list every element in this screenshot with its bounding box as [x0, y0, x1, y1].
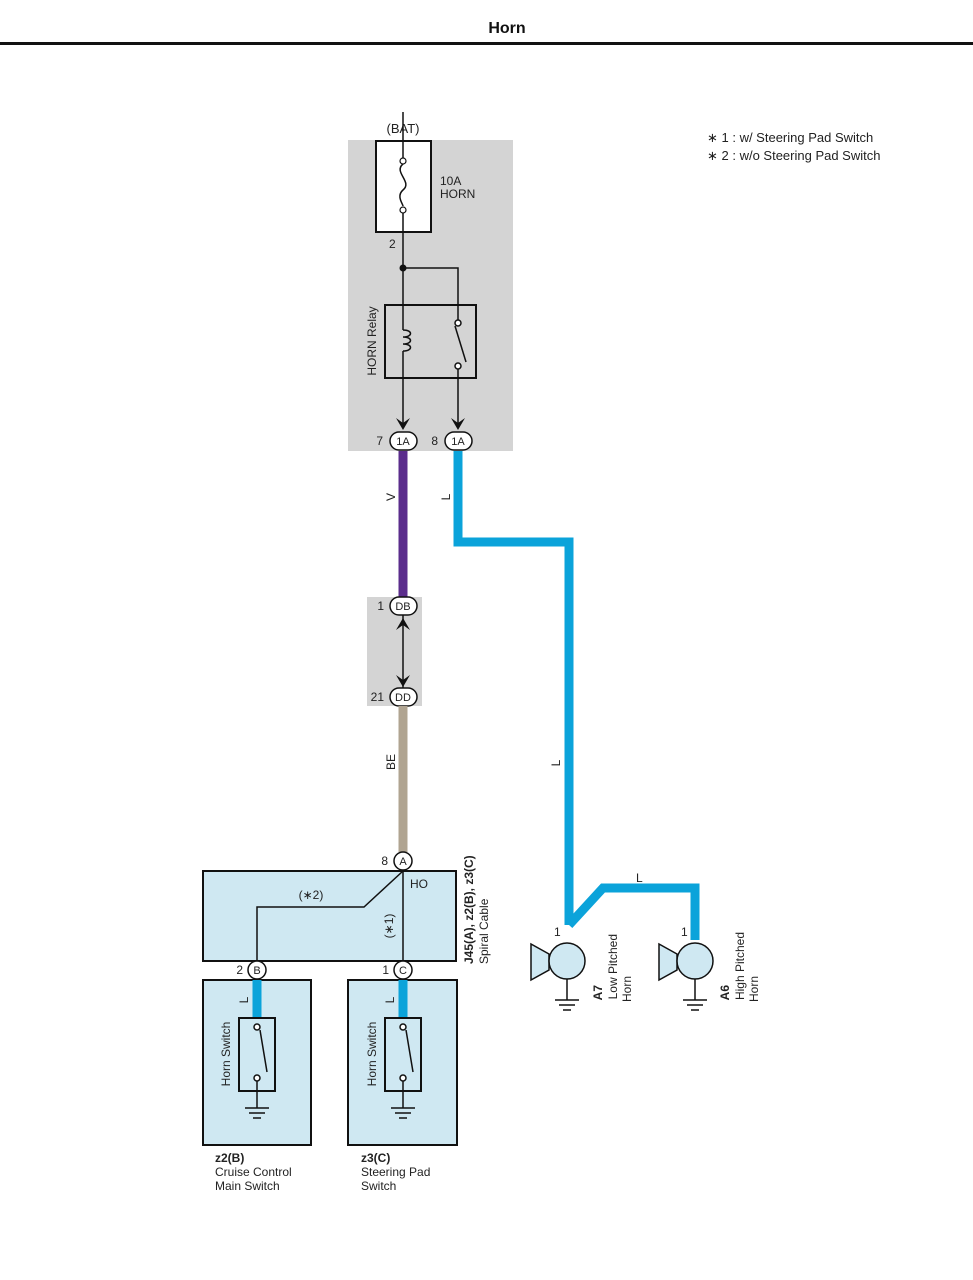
relay-outputs: [402, 378, 459, 426]
switch-z2-code: z2(B): [215, 1151, 244, 1165]
connector-1a-7-pin: 7: [376, 434, 383, 448]
fuse-pin: 2: [389, 237, 396, 251]
ground-b-icon: [245, 1107, 269, 1119]
low-pitched-horn-icon: [530, 942, 586, 1011]
switch-c-icon: [399, 1023, 414, 1108]
horn-a6-line2: Horn: [747, 976, 761, 1002]
splice-dot: [399, 264, 407, 272]
spiral-cable: [202, 870, 457, 962]
wire-l-top-label: L: [439, 493, 453, 500]
spiral-name: Spiral Cable: [477, 898, 491, 964]
horn-switch-c-label: Horn Switch: [365, 1022, 379, 1087]
switch-z3-line2: Switch: [361, 1179, 396, 1193]
junction-db-dd: [367, 597, 422, 706]
horn-a6-pin: 1: [681, 925, 688, 939]
connector-1a-7: [389, 431, 418, 451]
note-1: ∗ 1 : w/ Steering Pad Switch: [707, 130, 873, 145]
title-rule: [0, 42, 973, 45]
spiral-paths: [256, 870, 404, 961]
arrow-8: [451, 418, 465, 430]
wire-l-mid-label: L: [549, 759, 563, 766]
connector-c-pin: 1: [382, 963, 389, 977]
connector-db-pin: 1: [377, 599, 384, 613]
arrow-db: [396, 618, 410, 630]
arrow-dd: [396, 675, 410, 687]
connector-1a-8: [444, 431, 473, 451]
connector-1a-8-id: 1A: [451, 436, 465, 448]
connector-1a-8-pin: 8: [431, 434, 438, 448]
horn-relay: [384, 304, 477, 379]
wire-l-horn-label: L: [636, 871, 643, 885]
spiral-terminal: HO: [410, 877, 428, 891]
connector-dd-pin: 21: [371, 690, 385, 704]
switch-z2-line1: Cruise Control: [215, 1165, 292, 1179]
wire-l-horn-branch: [565, 883, 700, 940]
horn-a7-code: A7: [591, 985, 605, 1001]
connector-1a-7-id: 1A: [396, 436, 410, 448]
note-2: ∗ 2 : w/o Steering Pad Switch: [707, 148, 880, 163]
horn-switch-b-label: Horn Switch: [219, 1022, 233, 1087]
path-2-label: (∗2): [299, 888, 324, 902]
connector-db-id: DB: [395, 601, 410, 613]
relay-switch-icon: [454, 305, 467, 378]
switch-b-icon: [253, 1023, 268, 1108]
page-title: Horn: [488, 20, 526, 37]
fuse-name: HORN: [440, 187, 475, 201]
fuse-rating: 10A: [440, 174, 461, 188]
connector-a-pin: 8: [381, 854, 388, 868]
connector-a-id: A: [399, 856, 407, 868]
arrow-7: [396, 418, 410, 430]
connector-b-id: B: [253, 965, 260, 977]
wire-l-b-label: L: [237, 996, 251, 1003]
horn-a7-line1: Low Pitched: [606, 934, 620, 999]
horn-a6-line1: High Pitched: [733, 932, 747, 1000]
fuse-icon: [399, 141, 407, 232]
spiral-code: J45(A), z2(B), z3(C): [462, 855, 476, 964]
horn-a6-code: A6: [718, 985, 732, 1001]
relay-label: HORN Relay: [365, 306, 379, 375]
connector-b-pin: 2: [236, 963, 243, 977]
connector-dd-id: DD: [395, 692, 411, 704]
ground-c-icon: [391, 1107, 415, 1119]
switch-z3-line1: Steering Pad: [361, 1165, 430, 1179]
high-pitched-horn-icon: [658, 942, 714, 1011]
wire-l-main: [453, 451, 574, 925]
wire-be-label: BE: [384, 754, 398, 770]
switch-z2-line2: Main Switch: [215, 1179, 280, 1193]
connector-c-id: C: [399, 965, 407, 977]
wire-v-label: V: [384, 493, 398, 501]
wire-l-c-label: L: [383, 996, 397, 1003]
horn-a7-line2: Horn: [620, 976, 634, 1002]
path-1-label: (∗1): [382, 914, 396, 939]
horn-a7-pin: 1: [554, 925, 561, 939]
switch-z3-code: z3(C): [361, 1151, 390, 1165]
coil-icon: [402, 305, 412, 378]
